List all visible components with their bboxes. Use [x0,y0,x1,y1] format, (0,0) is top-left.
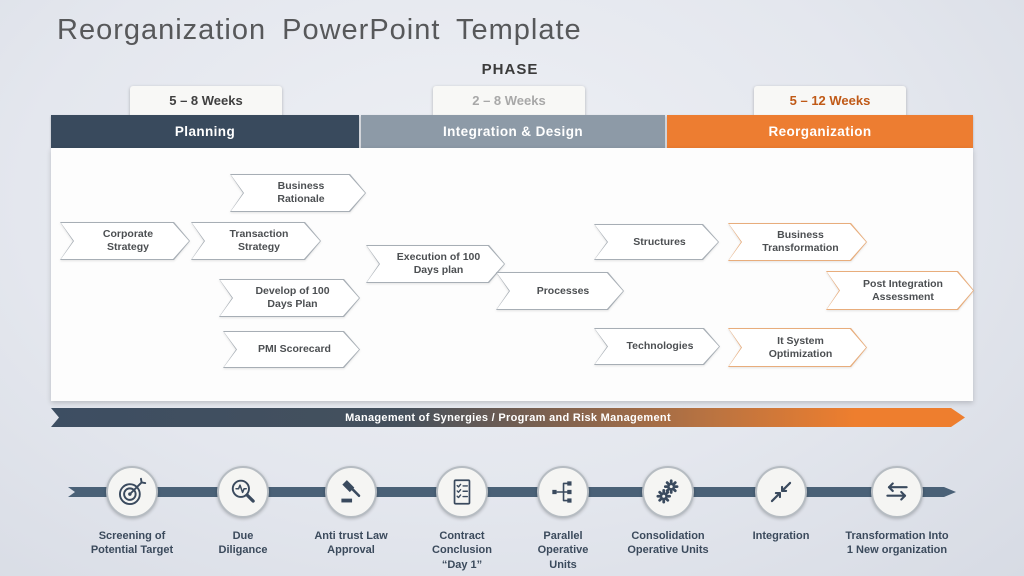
timeline-node [436,466,488,518]
flow-step-develop-100-days: Develop of 100 Days Plan [219,279,360,317]
timeline-step-transformation: Transformation Into 1 New organization [837,466,957,558]
gears-icon [656,479,679,504]
timeline-bar [68,487,956,497]
flow-step-label: Corporate Strategy [102,228,154,253]
timeline-step-label: Transformation Into 1 New organization [845,530,949,557]
synergy-banner: Management of Synergies / Program and Ri… [51,408,965,427]
flow-step-label: PMI Scorecard [258,343,331,356]
swap-arrows-icon [886,482,908,501]
flow-step-it-system-optimization: It System Optimization [728,328,867,367]
phase-header-reorganization: Reorganization [667,115,973,148]
week-badge-planning: 5 – 8 Weeks [130,86,282,120]
flow-step-label: Develop of 100 Days Plan [255,285,330,310]
timeline-step-consolidation-units: Consolidation Operative Units [608,466,728,558]
flow-step-business-rationale: Business Rationale [230,174,366,212]
timeline-step-due-diligence: Due Diligance [183,466,303,558]
timeline-node [871,466,923,518]
timeline-step-label: Parallel Operative Units [537,530,589,571]
gavel-icon [341,480,361,503]
page-title: Reorganization PowerPoint Template [57,14,582,46]
flow-step-post-integration-assessment: Post Integration Assessment [826,271,974,310]
flow-step-label: Post Integration Assessment [863,277,943,303]
timeline-step-label: Screening of Potential Target [90,530,174,557]
timeline-step-contract: Contract Conclusion “Day 1” [402,466,522,572]
flow-step-label: It System Optimization [768,334,833,360]
timeline-step-antitrust: Anti trust Law Approval [291,466,411,558]
timeline-node [325,466,377,518]
timeline-step-screening: Screening of Potential Target [72,466,192,558]
flow-step-structures: Structures [594,224,719,260]
timeline-node [537,466,589,518]
flow-step-label: Structures [633,235,686,248]
phase-header-planning: Planning [51,115,359,148]
timeline-step-integration: Integration [721,466,841,543]
phase-heading: PHASE [481,61,539,78]
org-structure-icon [552,481,572,503]
timeline-node [755,466,807,518]
contract-checklist-icon [453,479,471,505]
timeline-step-label: Due Diligance [218,530,268,557]
flow-step-label: Business Transformation [762,229,839,254]
flow-step-pmi-scorecard: PMI Scorecard [223,331,360,368]
timeline-node [106,466,158,518]
flow-step-business-transformation: Business Transformation [728,223,867,261]
flow-step-label: Processes [536,284,590,297]
flow-step-label: Business Rationale [277,180,325,205]
timeline-node [642,466,694,518]
timeline-step-label: Contract Conclusion “Day 1” [432,530,492,571]
flow-step-label: Technologies [626,340,694,353]
flow-step-transaction-strategy: Transaction Strategy [191,222,321,260]
timeline-step-parallel-units: Parallel Operative Units [503,466,623,572]
flow-step-label: Execution of 100 Days plan [396,251,481,276]
week-badge-integration: 2 – 8 Weeks [433,86,585,120]
week-badge-reorganization: 5 – 12 Weeks [754,86,906,120]
flow-step-corporate-strategy: Corporate Strategy [60,222,190,260]
flow-step-processes: Processes [496,272,624,310]
flow-step-label: Transaction Strategy [229,228,289,253]
target-icon [118,477,147,506]
magnifier-pulse-icon [231,479,255,503]
timeline-node [217,466,269,518]
flow-step-execution-100-days: Execution of 100 Days plan [366,245,505,283]
timeline-step-label: Anti trust Law Approval [314,530,388,557]
flow-step-technologies: Technologies [594,328,720,365]
timeline-step-label: Consolidation Operative Units [627,530,709,557]
converging-arrows-icon [770,481,792,503]
phase-header-integration-design: Integration & Design [361,115,665,148]
timeline-step-label: Integration [752,530,810,542]
synergy-banner-label: Management of Synergies / Program and Ri… [345,411,671,424]
